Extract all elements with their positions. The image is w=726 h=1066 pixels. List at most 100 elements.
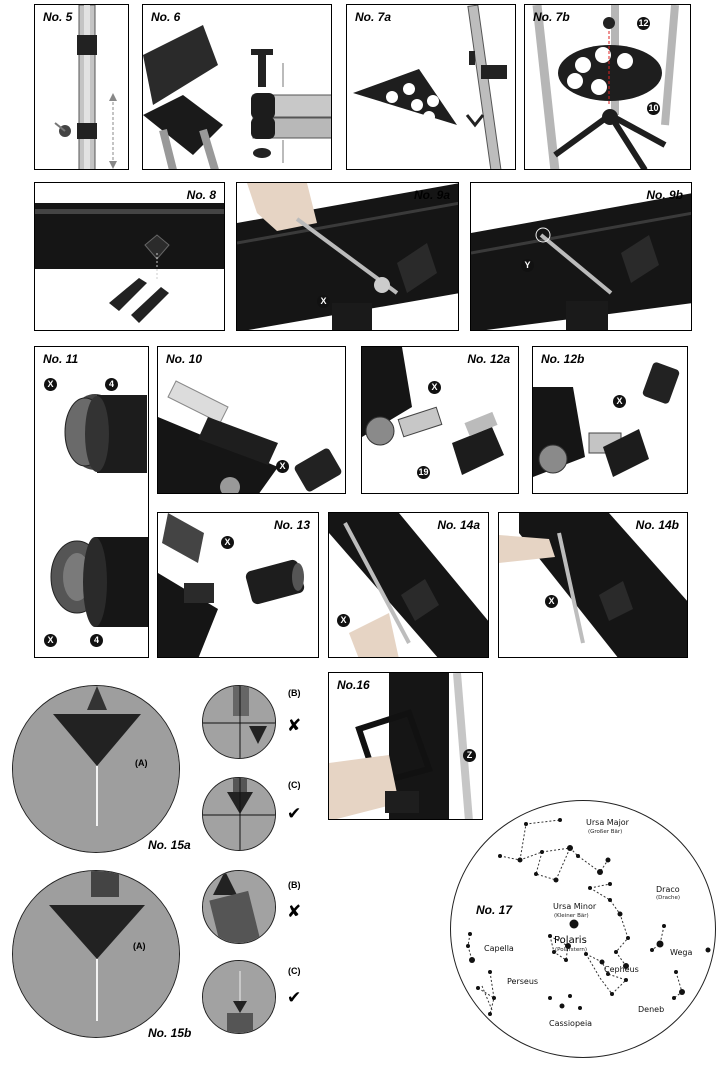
view-15b-c	[202, 960, 276, 1034]
figure-label: No. 15a	[148, 838, 191, 852]
starmap-draco-de: (Drache)	[656, 895, 681, 901]
figure-no7a: No. 7a	[346, 4, 516, 170]
tripod-leg-illustration	[54, 5, 117, 169]
eyepiece-insert-illustration	[533, 362, 680, 477]
figure-label: No. 7a	[355, 10, 392, 24]
callout-x: X	[276, 460, 289, 473]
tripod-brace-hand-illustration	[329, 673, 473, 819]
figure-label: No. 12b	[541, 352, 585, 366]
view-label: (B)	[288, 880, 301, 890]
callout-x: X	[317, 295, 330, 308]
figure-no8: No. 8	[34, 182, 225, 331]
figure-no9a: No. 9a X	[236, 182, 459, 331]
figure-label: No. 15b	[148, 1026, 192, 1040]
figure-label: No. 8	[186, 188, 216, 202]
figure-label: No. 11	[43, 352, 79, 366]
check-mark-icon: ✔	[287, 988, 302, 1008]
starmap-perseus: Perseus	[507, 977, 539, 986]
figure-no12b: No. 12b X	[532, 346, 688, 494]
starmap-polaris-de: (Polarstern)	[555, 947, 587, 953]
distant-tower-view	[203, 961, 275, 1033]
constellation-lines	[466, 818, 711, 1016]
figure-label: No. 17	[476, 903, 513, 917]
wrong-mark-icon: ✘	[287, 716, 302, 736]
view-label: (C)	[288, 780, 301, 790]
view-label: (A)	[133, 941, 146, 951]
figure-label: No. 7b	[533, 10, 570, 24]
callout-x: X	[337, 614, 350, 627]
figure-label: No. 12a	[467, 352, 510, 366]
callout-x: X	[428, 381, 441, 394]
mount-rod-hand-illustration	[499, 513, 687, 657]
figure-label: No. 10	[166, 352, 203, 366]
view-15b-b	[202, 870, 276, 944]
callout-19: 19	[417, 466, 430, 479]
figure-no6: No. 6	[142, 4, 332, 170]
starmap-ursa-major: Ursa Major	[586, 818, 629, 827]
figure-label: No. 14b	[635, 518, 679, 532]
starmap-cassiopeia: Cassiopeia	[549, 1019, 593, 1028]
callout-z: Z	[463, 749, 476, 762]
figure-no12a: No. 12a X 19	[361, 346, 519, 494]
callout-x: X	[221, 536, 234, 549]
starmap-ursa-minor: Ursa Minor	[553, 902, 597, 911]
view-15a-c	[202, 777, 276, 851]
callout-x: X	[44, 378, 57, 391]
figure-label: No. 13	[273, 518, 310, 532]
view-label: (C)	[288, 966, 301, 976]
callout-x: X	[613, 395, 626, 408]
figure-no13: No. 13 X	[157, 512, 319, 658]
callout-12: 12	[637, 17, 650, 30]
starmap-cepheus: Cepheus	[604, 965, 639, 974]
starmap-wega: Wega	[670, 948, 693, 957]
tube-rod-hand-illustration	[237, 183, 458, 330]
figure-no14b: No. 14b X	[498, 512, 688, 658]
figure-no5: No. 5	[34, 4, 129, 170]
mount-assembly-illustration	[143, 25, 331, 169]
dust-cap-illustration	[50, 394, 148, 627]
view-label: (A)	[135, 758, 148, 768]
check-mark-icon: ✔	[287, 804, 302, 824]
figure-label: No. 9b	[646, 188, 683, 202]
figure-label: No.16	[337, 678, 370, 692]
figure-no7b: No. 7b 12 10	[524, 4, 691, 170]
figure-no10: No. 10 X	[157, 346, 346, 494]
church-tower-view	[13, 871, 179, 1037]
figure-label: No. 6	[151, 10, 181, 24]
tube-bracket-illustration	[35, 203, 224, 323]
starmap-ursa-major-de: (Großer Bär)	[588, 829, 623, 835]
accessory-tray-illustration	[353, 5, 507, 169]
finder-scope-illustration	[158, 380, 342, 493]
view-15a-b	[202, 685, 276, 759]
callout-10: 10	[647, 102, 660, 115]
callout-x: X	[44, 634, 57, 647]
view-label: (B)	[288, 688, 301, 698]
callout-x: X	[545, 595, 558, 608]
starmap-deneb: Deneb	[638, 1005, 665, 1014]
tube-rod-illustration	[471, 193, 691, 330]
starmap-polaris: Polaris	[554, 935, 587, 946]
figure-no11: No. 11 X 4 X 4	[34, 346, 149, 658]
callout-y: Y	[521, 259, 534, 272]
figure-label: No. 9a	[413, 188, 450, 202]
church-tower-view	[13, 686, 179, 852]
centered-crosshair-view	[203, 778, 275, 850]
view-15a-main: (A)	[12, 685, 180, 853]
figure-label: No. 5	[43, 10, 73, 24]
tilted-tower-view	[203, 871, 275, 943]
figure-no17-starmap	[450, 800, 716, 1058]
figure-no9b: No. 9b Y	[470, 182, 692, 331]
figure-no14a: No. 14a X	[328, 512, 489, 658]
view-15b-main: (A)	[12, 870, 180, 1038]
offset-crosshair-view	[203, 686, 275, 758]
starmap-draco: Draco	[656, 885, 680, 894]
callout-4: 4	[90, 634, 103, 647]
diagonal-mirror-illustration	[362, 347, 504, 475]
mount-rod-illustration	[329, 513, 488, 657]
wrong-mark-icon: ✘	[287, 902, 302, 922]
figure-no16: No.16 Z	[328, 672, 483, 820]
tripod-tray-illustration	[532, 5, 679, 169]
starmap-ursa-minor-de: (Kleiner Bär)	[554, 913, 589, 919]
callout-4: 4	[105, 378, 118, 391]
figure-label: No. 14a	[437, 518, 480, 532]
